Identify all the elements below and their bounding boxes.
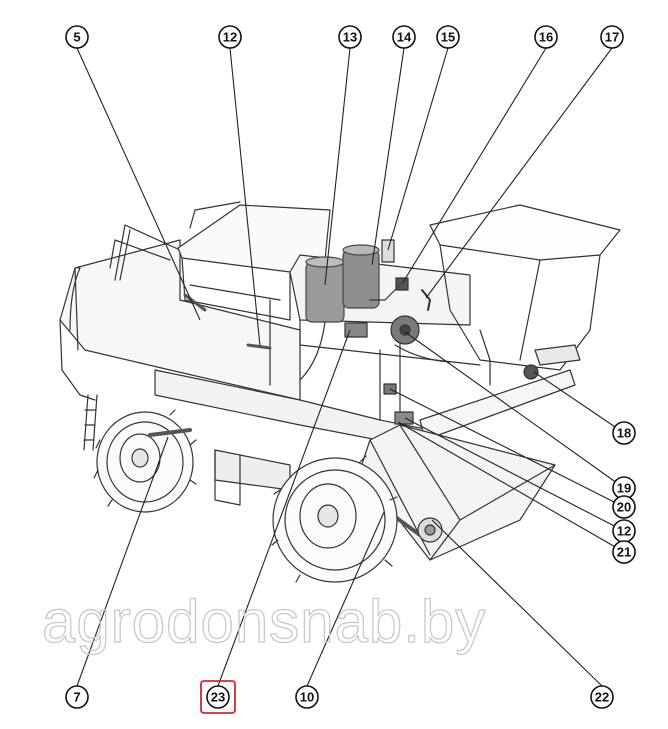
callout-badge[interactable]: 10 xyxy=(295,685,319,709)
callout-label: 13 xyxy=(343,30,357,45)
callout-badge[interactable]: 13 xyxy=(338,25,362,49)
callout-label: 12 xyxy=(223,30,237,45)
callout-badge[interactable]: 20 xyxy=(612,495,636,519)
callout-label: 12 xyxy=(617,524,631,539)
callout-badge-highlighted[interactable]: 23 xyxy=(200,680,236,714)
callout-badge[interactable]: 16 xyxy=(534,25,558,49)
callout-badge[interactable]: 22 xyxy=(590,685,614,709)
callout-label: 23 xyxy=(211,690,225,705)
callout-label: 19 xyxy=(617,481,631,496)
callout-badge[interactable]: 21 xyxy=(612,540,636,564)
callout-badge[interactable]: 18 xyxy=(612,421,636,445)
callout-badge[interactable]: 14 xyxy=(392,25,416,49)
callout-badge[interactable]: 15 xyxy=(436,25,460,49)
callout-label: 16 xyxy=(539,30,553,45)
callout-badge[interactable]: 5 xyxy=(65,25,89,49)
callout-label: 15 xyxy=(441,30,455,45)
callout-label: 22 xyxy=(595,690,609,705)
callout-badge[interactable]: 12 xyxy=(612,519,636,543)
watermark-text: agrodonsnab.by xyxy=(42,588,486,655)
callout-badge[interactable]: 17 xyxy=(600,25,624,49)
leader-lines xyxy=(76,47,625,687)
combine-harvester-drawing xyxy=(59,201,621,583)
callout-label: 20 xyxy=(617,500,631,515)
callout-badge[interactable]: 7 xyxy=(65,685,89,709)
callout-badges: 5 12 13 14 15 16 17 18 xyxy=(65,25,636,714)
callout-label: 17 xyxy=(605,30,619,45)
callout-label: 14 xyxy=(397,30,412,45)
highlight-frame xyxy=(200,680,236,714)
callout-label: 7 xyxy=(73,690,80,705)
callout-badge[interactable]: 12 xyxy=(218,25,242,49)
callout-label: 21 xyxy=(617,545,631,560)
callout-label: 5 xyxy=(73,30,80,45)
callout-label: 10 xyxy=(300,690,314,705)
callout-label: 18 xyxy=(617,426,631,441)
